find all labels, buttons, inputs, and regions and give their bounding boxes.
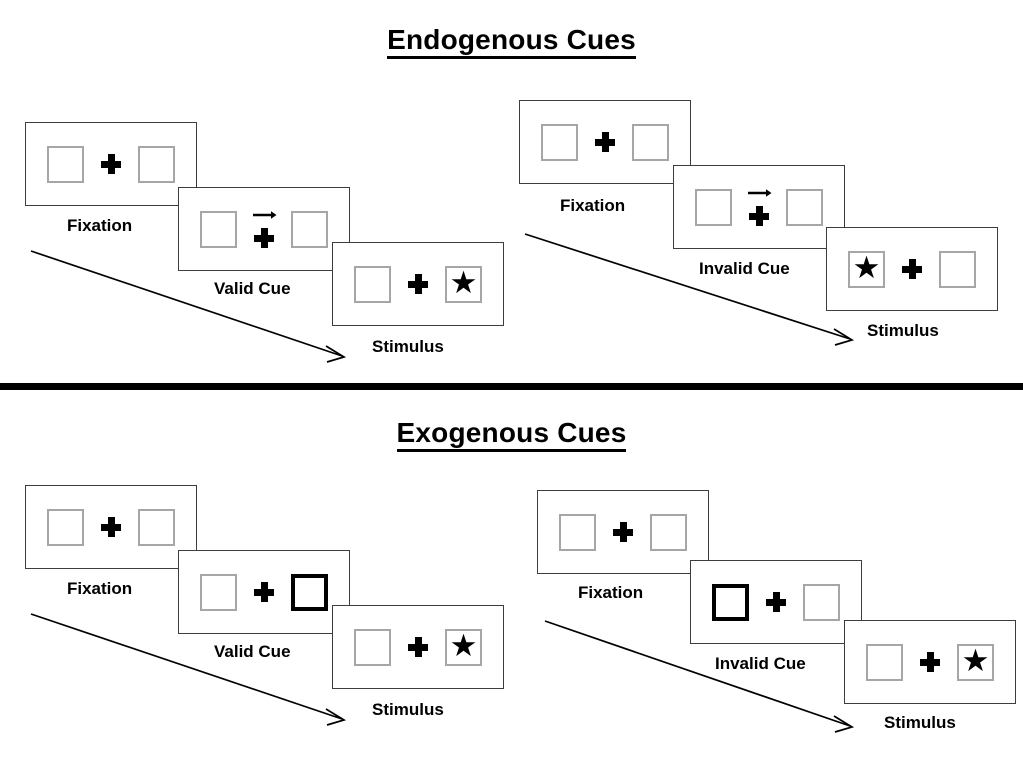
panel-endogenous-valid-stimulus: ★ <box>332 242 504 326</box>
stimulus-box-right <box>650 513 687 551</box>
fixation-cross-icon <box>766 592 786 612</box>
caption-endogenous-invalid-fixation: Fixation <box>560 196 626 215</box>
stimulus-box-right <box>138 145 175 183</box>
stimulus-box-left <box>695 188 732 226</box>
stimulus-box-left <box>47 145 84 183</box>
caption-exogenous-invalid-stimulus: Stimulus <box>884 713 956 732</box>
star-icon: ★ <box>961 643 990 678</box>
stimulus-box-right <box>786 188 823 226</box>
panel-exogenous-valid-fixation <box>25 485 197 569</box>
section-title-endogenous-text: Endogenous Cues <box>387 24 636 59</box>
fixation-cross-icon <box>254 582 274 602</box>
caption-exogenous-valid-fixation: Fixation <box>67 579 133 598</box>
section-title-exogenous-text: Exogenous Cues <box>396 417 627 452</box>
fixation-cross-icon <box>613 522 633 542</box>
caption-endogenous-valid-fixation: Fixation <box>67 216 133 235</box>
stimulus-box-left <box>47 508 84 546</box>
fixation-cross-icon <box>920 652 940 672</box>
stimulus-box-right-target: ★ <box>445 265 482 303</box>
panel-endogenous-invalid-cue <box>673 165 845 249</box>
endogenous-cue-stack <box>748 188 772 226</box>
star-icon: ★ <box>449 265 478 300</box>
panel-endogenous-valid-fixation <box>25 122 197 206</box>
star-icon: ★ <box>449 628 478 663</box>
panel-endogenous-invalid-stimulus: ★ <box>826 227 998 311</box>
stimulus-box-left <box>866 643 903 681</box>
section-title-endogenous: Endogenous Cues <box>0 24 1023 59</box>
stimulus-box-right <box>291 210 328 248</box>
caption-endogenous-invalid-cue: Invalid Cue <box>699 259 790 278</box>
stimulus-box-left-cued <box>712 583 749 621</box>
arrow-right-cue-icon <box>748 189 772 197</box>
stimulus-box-left <box>200 210 237 248</box>
caption-endogenous-invalid-stimulus: Stimulus <box>867 321 939 340</box>
stimulus-box-left <box>354 265 391 303</box>
fixation-cross-icon <box>749 206 769 226</box>
fixation-cross-icon <box>254 228 274 248</box>
panel-exogenous-valid-cue <box>178 550 350 634</box>
section-divider <box>0 383 1023 390</box>
caption-endogenous-valid-stimulus: Stimulus <box>372 337 444 356</box>
fixation-cross-icon <box>595 132 615 152</box>
stimulus-box-left <box>559 513 596 551</box>
fixation-cross-icon <box>101 154 121 174</box>
fixation-cross-icon <box>408 274 428 294</box>
stimulus-box-left <box>541 123 578 161</box>
arrow-right-cue-icon <box>253 211 277 219</box>
stimulus-box-right-target: ★ <box>445 628 482 666</box>
endogenous-cue-stack <box>253 210 277 248</box>
fixation-cross-icon <box>101 517 121 537</box>
stimulus-box-right-target: ★ <box>957 643 994 681</box>
stimulus-box-left <box>200 573 237 611</box>
stimulus-box-left <box>354 628 391 666</box>
caption-exogenous-valid-cue: Valid Cue <box>214 642 291 661</box>
panel-exogenous-invalid-stimulus: ★ <box>844 620 1016 704</box>
panel-endogenous-valid-cue <box>178 187 350 271</box>
caption-exogenous-invalid-cue: Invalid Cue <box>715 654 806 673</box>
caption-exogenous-invalid-fixation: Fixation <box>578 583 644 602</box>
caption-endogenous-valid-cue: Valid Cue <box>214 279 291 298</box>
section-title-exogenous: Exogenous Cues <box>0 417 1023 452</box>
stimulus-box-left-target: ★ <box>848 250 885 288</box>
stimulus-box-right-cued <box>291 573 328 611</box>
stimulus-box-right <box>632 123 669 161</box>
stimulus-box-right <box>939 250 976 288</box>
panel-exogenous-invalid-cue <box>690 560 862 644</box>
stimulus-box-right <box>803 583 840 621</box>
caption-exogenous-valid-stimulus: Stimulus <box>372 700 444 719</box>
fixation-cross-icon <box>408 637 428 657</box>
star-icon: ★ <box>852 250 881 285</box>
panel-exogenous-invalid-fixation <box>537 490 709 574</box>
panel-exogenous-valid-stimulus: ★ <box>332 605 504 689</box>
panel-endogenous-invalid-fixation <box>519 100 691 184</box>
fixation-cross-icon <box>902 259 922 279</box>
stimulus-box-right <box>138 508 175 546</box>
